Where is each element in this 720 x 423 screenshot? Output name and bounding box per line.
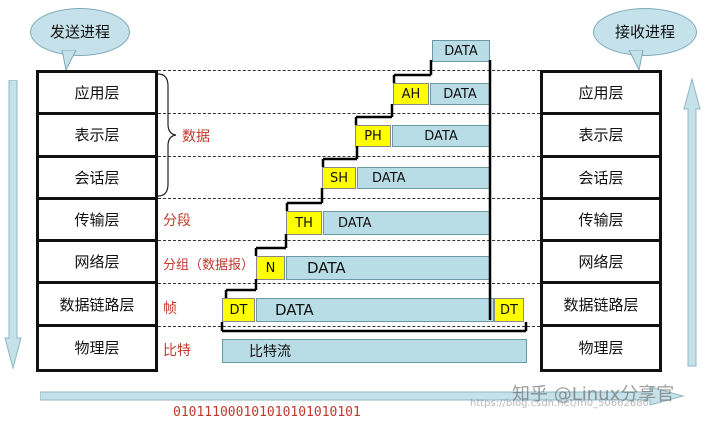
send-process-label: 发送进程 — [49, 23, 110, 41]
watermark-url: https://blog.csdn.net/m0_50662680 — [470, 398, 649, 409]
n-header: N — [256, 256, 285, 280]
recv-process-label: 接收进程 — [614, 23, 675, 41]
bitstream-bar: 比特流 — [222, 339, 527, 363]
frame-data-bar: DATA — [256, 298, 494, 322]
receiver-layer-physical: 物理层 — [578, 339, 624, 358]
receiver-layer-application: 应用层 — [543, 73, 659, 116]
dt-header-right-text: DT — [500, 302, 518, 318]
dashed-line-6 — [158, 326, 540, 327]
bitstream-text: 比特流 — [249, 344, 291, 360]
ah-header: AH — [393, 83, 429, 105]
transport-data-text: DATA — [372, 170, 406, 186]
application-data-text: DATA — [444, 43, 478, 59]
sender-layer-presentation: 表示层 — [39, 115, 155, 158]
dt-header-left-text: DT — [229, 302, 248, 318]
sender-layer-stack: 应用层 表示层 会话层 传输层 网络层 数据链路层 物理层 — [36, 70, 158, 372]
session-data-bar: DATA — [392, 125, 490, 147]
th-header-text: TH — [295, 215, 313, 231]
ah-header-text: AH — [401, 86, 421, 102]
dt-header-left: DT — [222, 298, 255, 322]
receiver-layer-stack: 应用层 表示层 会话层 传输层 网络层 数据链路层 物理层 — [540, 70, 662, 372]
dashed-line-3 — [158, 198, 540, 199]
recv-bubble-tail — [628, 50, 644, 72]
dashed-line-5 — [158, 283, 540, 284]
send-bubble-tail — [61, 50, 77, 72]
dashed-line-2 — [158, 156, 540, 157]
dashed-line-1 — [158, 113, 540, 114]
dashed-line-4 — [158, 240, 540, 241]
network-data-text: DATA — [338, 215, 372, 231]
n-header-text: N — [265, 260, 276, 276]
receiver-layer-transport: 传输层 — [543, 200, 659, 243]
recv-process-bubble: 接收进程 — [593, 8, 697, 56]
ph-header: PH — [355, 125, 391, 147]
datalink-data-text: DATA — [307, 259, 346, 277]
ph-header-text: PH — [364, 128, 382, 144]
sender-layer-datalink: 数据链路层 — [39, 284, 155, 327]
watermark-zhihu: 知乎 @Linux分享官 — [512, 384, 675, 405]
receiver-layer-network: 网络层 — [543, 242, 659, 285]
pdu-label-data: 数据 — [182, 129, 210, 145]
sender-layer-application: 应用层 — [39, 73, 155, 116]
data-brace — [157, 73, 177, 197]
bottom-arrow — [40, 386, 685, 406]
receiver-layer-datalink: 数据链路层 — [543, 284, 659, 327]
send-process-bubble: 发送进程 — [30, 8, 130, 56]
session-data-text: DATA — [424, 128, 458, 144]
application-data-bar: DATA — [432, 40, 490, 62]
sh-header: SH — [322, 167, 356, 189]
pdu-label-packet: 分组（数据报） — [163, 258, 255, 273]
frame-data-text: DATA — [275, 301, 314, 319]
receiver-layer-presentation: 表示层 — [543, 115, 659, 158]
sender-layer-session: 会话层 — [39, 158, 155, 200]
presentation-data-bar: DATA — [430, 83, 490, 105]
upward-arrow — [683, 78, 701, 367]
bit-string: 010111000101010101010101 — [173, 405, 361, 420]
dt-header-right: DT — [494, 298, 524, 322]
downward-arrow — [4, 80, 22, 370]
sender-layer-transport: 传输层 — [39, 200, 155, 243]
dashed-line-application — [158, 70, 540, 71]
pdu-label-bit: 比特 — [163, 343, 191, 359]
sender-layer-physical: 物理层 — [74, 339, 120, 358]
sender-layer-network: 网络层 — [39, 242, 155, 285]
presentation-data-text: DATA — [443, 86, 477, 102]
pdu-label-segment: 分段 — [163, 213, 191, 229]
th-header: TH — [286, 211, 322, 235]
pdu-label-frame: 帧 — [163, 301, 177, 317]
sh-header-text: SH — [329, 170, 349, 186]
receiver-layer-session: 会话层 — [543, 158, 659, 200]
network-data-bar: DATA — [323, 211, 490, 235]
